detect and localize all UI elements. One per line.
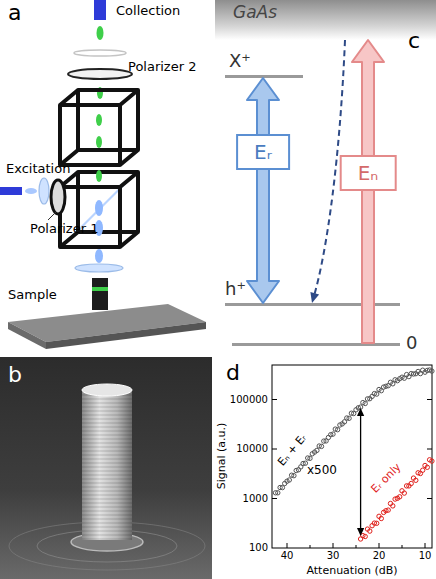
part-label: Polarizer 2 (128, 60, 196, 73)
data-point (402, 491, 406, 495)
data-point (276, 491, 280, 495)
optical-setup (75, 264, 123, 272)
tick-label: 100 (249, 543, 268, 553)
data-points (273, 368, 434, 541)
level-label: h⁺ (225, 280, 246, 298)
data-point (430, 459, 434, 463)
tick-label: 10 (419, 551, 432, 561)
tick-label: 30 (327, 551, 340, 561)
data-point (407, 374, 411, 378)
tick-label: 100000 (230, 395, 268, 405)
optical-setup (97, 26, 104, 40)
optical-setup (96, 170, 102, 182)
tick-label: 10000 (236, 444, 268, 454)
data-point (308, 456, 312, 460)
optical-setup (95, 249, 103, 263)
tick-label: 1000 (243, 494, 268, 504)
data-point (425, 465, 429, 469)
optical-setup (95, 200, 103, 216)
data-point (391, 504, 395, 508)
data-point (303, 461, 307, 465)
energy-label: Eₙ (340, 155, 397, 191)
plot-frame (272, 365, 432, 548)
data-point (375, 521, 379, 525)
optical-setup (94, 0, 106, 20)
optical-setup (0, 187, 22, 195)
axis-title: Attenuation (dB) (306, 565, 397, 576)
optical-setup (68, 69, 132, 79)
data-point (319, 444, 323, 448)
transition-arrow (352, 40, 384, 343)
data-point (386, 508, 390, 512)
sem-image (0, 357, 212, 579)
optical-setup (92, 287, 108, 291)
data-point (375, 392, 379, 396)
plot-annotation: Eᵣ only (369, 461, 403, 495)
panel-letter: b (8, 364, 22, 386)
sem-image (82, 384, 132, 396)
arrow-head (310, 292, 319, 303)
ratio-arrow (360, 413, 361, 531)
transition-arrow (247, 78, 279, 303)
optical-setup (96, 114, 102, 126)
data-point (335, 428, 339, 432)
optical-setup (46, 322, 206, 349)
data-point (287, 478, 291, 482)
data-point (398, 495, 402, 499)
part-label: Collection (116, 4, 180, 17)
data-point (331, 432, 335, 436)
optical-setup (74, 50, 126, 56)
sem-image (82, 390, 132, 540)
plot-frame (272, 365, 432, 548)
ratio-arrow (357, 528, 364, 536)
data-point (347, 416, 351, 420)
energy-label: Eᵣ (236, 134, 290, 170)
panel-letter: c (408, 30, 420, 52)
optical-setup (92, 278, 108, 310)
optical-setup (60, 172, 138, 247)
material-band: GaAs (215, 0, 436, 40)
data-point (409, 481, 413, 485)
sem-image (82, 390, 132, 540)
transition-arrow (247, 78, 279, 303)
part-label: Excitation (6, 162, 70, 175)
optical-setup (60, 172, 138, 247)
level-label: 0 (406, 334, 417, 352)
data-point (379, 516, 383, 520)
level-label: X⁺ (229, 52, 251, 70)
panel-letter: a (8, 2, 21, 24)
optical-setup (25, 188, 37, 194)
ratio-arrow (357, 408, 364, 416)
plot-annotation: x500 (307, 464, 337, 476)
tick-label: 40 (281, 551, 294, 561)
plot-frame (272, 400, 432, 549)
transition-arrow (352, 40, 384, 343)
data-point (292, 474, 296, 478)
data-point (368, 529, 372, 533)
optical-setup (0, 0, 206, 349)
part-label: Polarizer 1 (30, 222, 98, 235)
tick-label: 20 (373, 551, 386, 561)
sem-image (0, 357, 212, 579)
optical-setup (8, 322, 46, 349)
optical-setup (39, 178, 49, 204)
part-label: Sample (8, 288, 57, 301)
level-label: GaAs (233, 4, 277, 21)
data-point (315, 448, 319, 452)
optical-setup (60, 90, 138, 165)
data-point (363, 401, 367, 405)
data-point (430, 369, 434, 373)
panel-letter: d (226, 362, 240, 384)
ratio-arrow (357, 408, 364, 536)
data-point (363, 534, 367, 538)
axis-title: Signal (a.u.) (216, 423, 227, 490)
optical-setup (96, 136, 102, 148)
optical-setup (51, 180, 65, 214)
data-point (421, 468, 425, 472)
energy-level: X⁺ (225, 75, 303, 78)
optical-setup (48, 212, 56, 220)
data-point (414, 478, 418, 482)
